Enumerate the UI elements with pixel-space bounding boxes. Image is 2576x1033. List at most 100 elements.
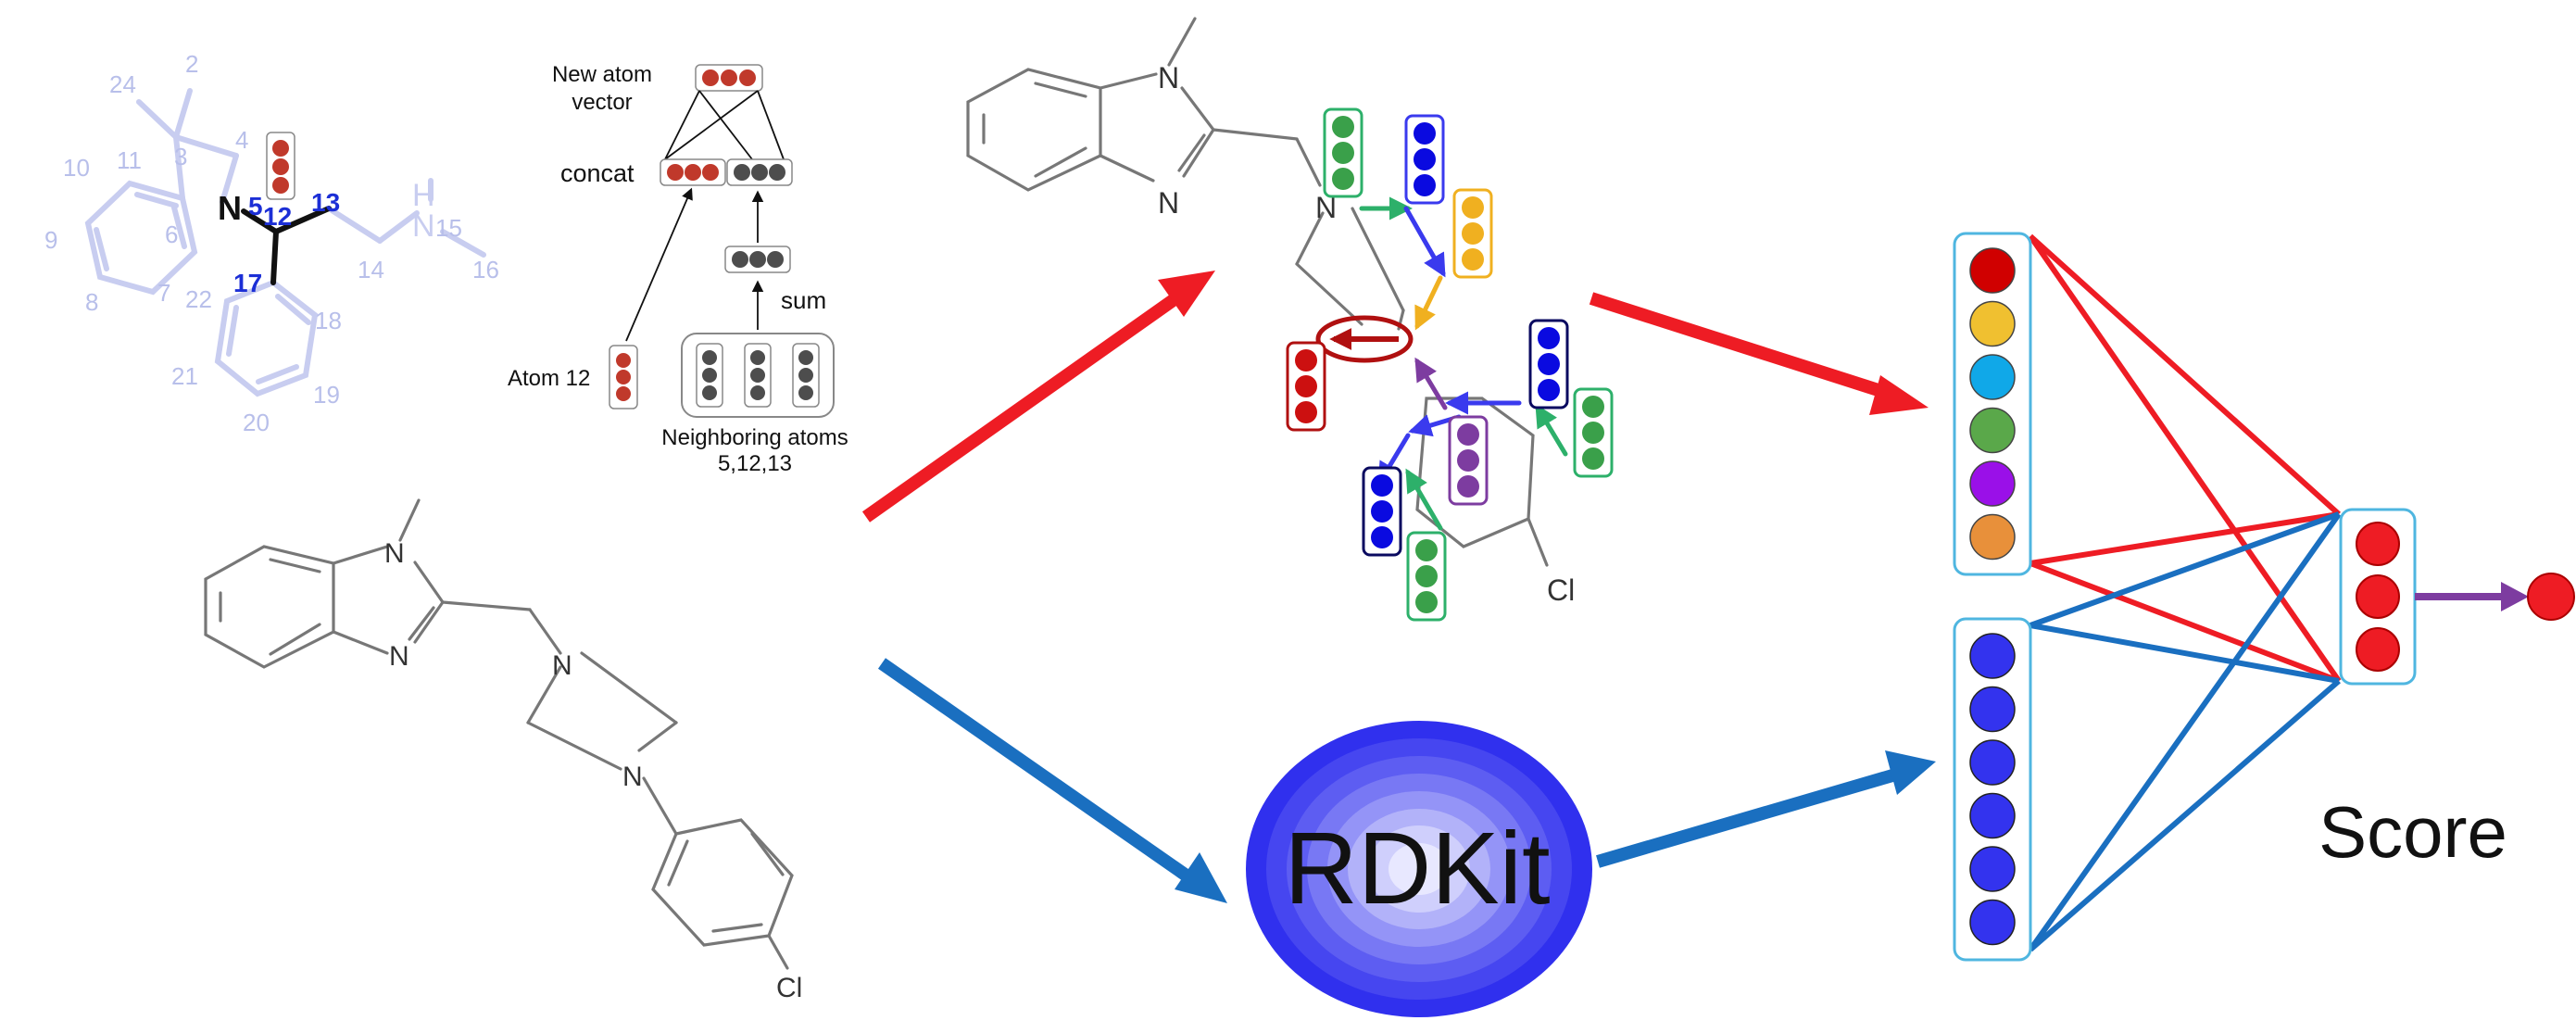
atom-12-label: Atom 12 — [508, 366, 590, 391]
input-molecule: N N N N Cl — [204, 498, 802, 1003]
atom-number-label: 3 — [174, 143, 187, 170]
message-passing-molecule-n3: N — [1315, 191, 1337, 224]
atom-number-label: 10 — [63, 154, 90, 182]
message-passing-molecule-n1: N — [1158, 61, 1179, 94]
atom-number-label: 24 — [109, 70, 136, 98]
descriptor-feature-node — [1969, 633, 2016, 679]
atom-number-label: 17 — [233, 269, 262, 297]
target-atom-highlight — [1315, 315, 1414, 363]
learned-feature-node — [1969, 407, 2016, 454]
rdkit-label: RDKit — [1284, 812, 1550, 926]
output-node — [2527, 573, 2575, 621]
atom-number-label: 22 — [185, 285, 212, 313]
descriptor-feature-node — [1969, 739, 2016, 786]
new-atom-vector-title-2: vector — [572, 90, 632, 115]
red-arrow-head-1 — [1158, 271, 1215, 317]
numbered-molecule-bonds — [84, 88, 486, 397]
atom-vector — [1362, 466, 1402, 557]
sum-vector — [724, 246, 791, 273]
new-atom-vector — [695, 64, 763, 92]
blue-arrow-head-1 — [1175, 852, 1227, 903]
input-molecule-n2: N — [389, 641, 409, 672]
network-connections — [2028, 233, 2342, 952]
blue-arrow-to-rdkit — [877, 658, 1195, 884]
message-passing-molecule-bonds — [966, 17, 1549, 567]
input-molecule-cl: Cl — [776, 973, 802, 1003]
atom12-to-concat-arrow — [625, 187, 693, 342]
atom-vector — [1404, 114, 1445, 205]
atom-number-label: 4 — [235, 126, 248, 154]
atom-vector — [1452, 188, 1493, 279]
neighboring-atoms-label-2: 5,12,13 — [718, 451, 792, 476]
atom-number-label: 18 — [315, 307, 342, 334]
learned-feature-node — [1969, 513, 2016, 561]
input-molecule-n3: N — [552, 650, 572, 681]
input-molecule-bonds — [204, 498, 794, 970]
hidden-node — [2356, 627, 2400, 672]
atom-number-label: 15 — [435, 214, 462, 242]
hidden-node — [2356, 574, 2400, 619]
descriptor-feature-node — [1969, 792, 2016, 839]
learned-feature-node — [1969, 247, 2016, 294]
atom-number-label: 13 — [311, 188, 340, 217]
concat-label: concat — [560, 159, 635, 187]
numbered-molecule-h-atom: H — [412, 178, 435, 213]
atom-number-label: 14 — [358, 256, 384, 283]
score-label: Score — [2318, 791, 2507, 873]
atom-number-label: 8 — [85, 288, 98, 316]
atom-number-label: 16 — [472, 256, 499, 283]
atom-vector — [1448, 415, 1489, 506]
input-molecule-n4: N — [622, 762, 643, 792]
learned-feature-node — [1969, 460, 2016, 507]
atom-number-label: 12 — [263, 202, 292, 231]
learned-feature-node — [1969, 300, 2016, 347]
atom-number-label: 11 — [117, 146, 142, 174]
atom-number-label: 9 — [44, 226, 57, 254]
descriptor-feature-node — [1969, 899, 2016, 946]
new-atom-vector-title-1: New atom — [552, 62, 652, 87]
atom-number-label: 6 — [165, 220, 178, 248]
red-arrow-to-features — [1589, 292, 1892, 400]
message-passing-molecule-cl: Cl — [1547, 573, 1575, 607]
input-molecule-n1: N — [384, 538, 405, 569]
atom-number-label: 2 — [185, 50, 198, 78]
message-passing-molecule: N N N Cl — [966, 17, 1614, 622]
descriptor-feature-nodes — [1969, 633, 2016, 946]
red-arrow-to-graph-conv — [861, 289, 1186, 523]
concat-vector — [660, 158, 793, 186]
neighboring-atoms-label-1: Neighboring atoms — [661, 425, 848, 450]
neighbor-atom-vectors — [681, 333, 835, 418]
numbered-molecule-highlight-bonds — [241, 206, 332, 285]
atom-feature-vectors — [1286, 107, 1614, 622]
atom-number-label: 7 — [157, 279, 170, 307]
descriptor-feature-node — [1969, 686, 2016, 733]
atom-number-label: 21 — [171, 362, 198, 390]
learned-feature-node — [1969, 354, 2016, 400]
atom12-feature-vector — [266, 132, 295, 200]
atom-vector — [1323, 107, 1363, 198]
atom12-input-vector — [609, 345, 638, 409]
hidden-node — [2356, 522, 2400, 566]
dense-connections — [664, 90, 785, 160]
output-arrow-head — [2501, 582, 2529, 611]
graph-convolution-schematic: New atom vector concat — [508, 62, 848, 476]
atom-vector — [1406, 531, 1447, 622]
atom-number-label: 5 — [248, 192, 263, 220]
neural-network: Score — [1953, 232, 2575, 962]
pipeline-arrows — [861, 271, 1936, 903]
blue-arrow-to-descriptors — [1596, 767, 1901, 868]
sum-label: sum — [781, 286, 826, 314]
blue-arrow-head-2 — [1885, 750, 1936, 795]
atom-vector — [1573, 387, 1614, 478]
red-arrow-head-2 — [1869, 375, 1929, 415]
learned-feature-nodes — [1969, 247, 2016, 561]
message-passing-molecule-n2: N — [1158, 186, 1179, 220]
atom-number-label: 19 — [313, 381, 340, 409]
atom-number-label: 20 — [243, 409, 270, 436]
numbered-molecule-n-atom: N — [218, 189, 242, 227]
numbered-molecule-nh-n-atom: N — [412, 208, 435, 244]
descriptor-feature-node — [1969, 846, 2016, 892]
